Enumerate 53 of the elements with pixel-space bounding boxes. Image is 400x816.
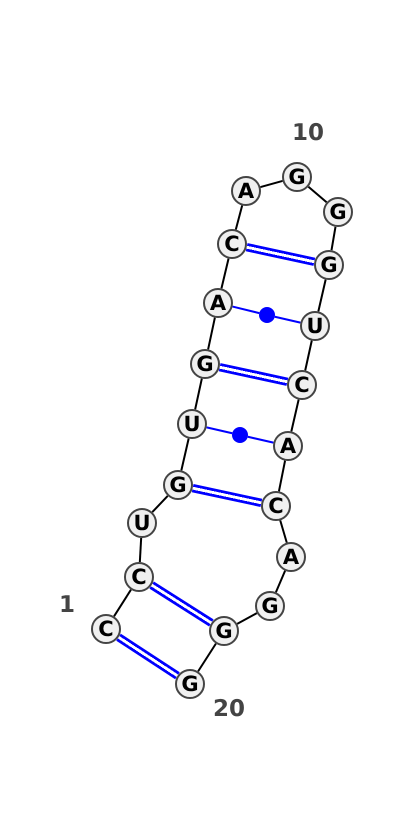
- backbone-line: [275, 570, 286, 593]
- nucleotide-circle: C: [124, 562, 154, 592]
- nucleotide-circle: U: [177, 409, 207, 439]
- backbone-line: [330, 226, 336, 250]
- backbone-line: [207, 317, 216, 350]
- nucleotide-circle: G: [255, 591, 285, 621]
- backbone-line: [220, 258, 230, 289]
- nucleotide-circle: A: [273, 431, 303, 461]
- base-pair-line: [149, 582, 214, 626]
- nucleotide-circle: G: [190, 349, 220, 379]
- nucleotide-circle: C: [261, 491, 291, 521]
- base-pair-line: [246, 243, 316, 266]
- base-pair-line: [116, 634, 180, 680]
- nucleotide-circle: G: [163, 470, 193, 500]
- base-pair-line: [218, 363, 288, 386]
- backbone-line: [260, 180, 283, 188]
- position-number: 1: [59, 592, 75, 618]
- position-number: 20: [213, 696, 245, 722]
- backbone-line: [152, 495, 168, 513]
- backbone-line: [197, 643, 217, 672]
- nucleotide-circle: G: [282, 162, 312, 192]
- nucleotide-circle: C: [287, 370, 317, 400]
- base-pair-line: [232, 306, 260, 314]
- nucleotide-circle: A: [203, 288, 233, 318]
- nucleotide-circle: A: [276, 542, 306, 572]
- backbone-line: [113, 589, 132, 617]
- backbone-line: [279, 520, 288, 543]
- nucleotide-circle: C: [91, 614, 121, 644]
- nucleotide-circle: U: [127, 508, 157, 538]
- backbone-line: [317, 279, 327, 312]
- backbone-line: [236, 612, 258, 625]
- backbone-line: [234, 205, 244, 230]
- nucleotide-circle: U: [300, 311, 330, 341]
- nucleotide-circle: C: [217, 229, 247, 259]
- nucleotide-circle: G: [209, 616, 239, 646]
- base-pair-line: [192, 484, 262, 507]
- pair-dot: [232, 427, 248, 443]
- pair-dot: [259, 307, 275, 323]
- backbone-line: [138, 538, 142, 562]
- base-pair-line: [274, 316, 301, 324]
- backbone-line: [278, 460, 286, 492]
- base-pair-line: [248, 436, 274, 444]
- base-pair-line: [206, 426, 232, 434]
- nucleotide-circle: A: [231, 176, 261, 206]
- position-number: 10: [292, 120, 324, 146]
- backbone-line: [308, 186, 328, 204]
- nucleotide-circle: G: [175, 669, 205, 699]
- nucleotide-circle: G: [323, 197, 353, 227]
- nucleotide-circle: G: [314, 250, 344, 280]
- backbone-line: [304, 340, 313, 371]
- backbone-line: [194, 378, 203, 410]
- backbone-line: [180, 438, 190, 471]
- backbone-line: [290, 399, 300, 432]
